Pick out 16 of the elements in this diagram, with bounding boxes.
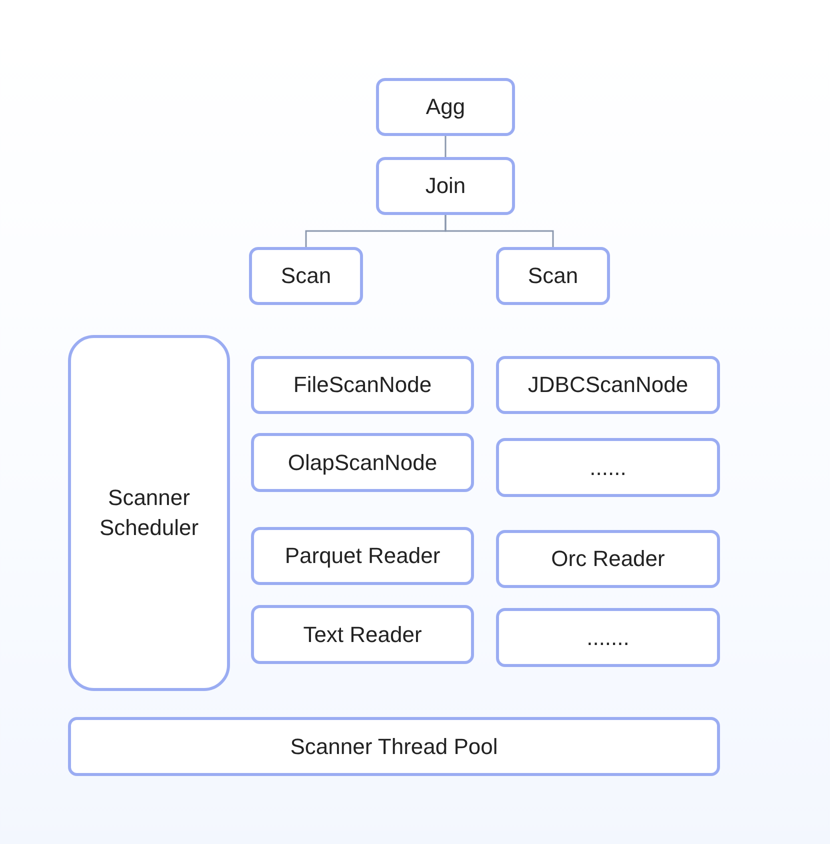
- component-box: JDBCScanNode: [496, 356, 720, 414]
- component-box: Orc Reader: [496, 530, 720, 588]
- component-box: Join: [376, 157, 515, 215]
- thread-pool-bar: Scanner Thread Pool: [68, 717, 720, 776]
- connector-line: [444, 215, 554, 247]
- component-box: FileScanNode: [251, 356, 474, 414]
- connector-line: [444, 136, 446, 157]
- component-box: .......: [496, 608, 720, 667]
- component-box: Text Reader: [251, 605, 474, 664]
- component-box: Agg: [376, 78, 515, 136]
- component-box: Parquet Reader: [251, 527, 474, 585]
- component-box: Scan: [496, 247, 610, 305]
- component-box: Scan: [249, 247, 363, 305]
- scheduler-panel: Scanner Scheduler: [68, 335, 230, 691]
- component-box: OlapScanNode: [251, 433, 474, 492]
- component-box: ......: [496, 438, 720, 497]
